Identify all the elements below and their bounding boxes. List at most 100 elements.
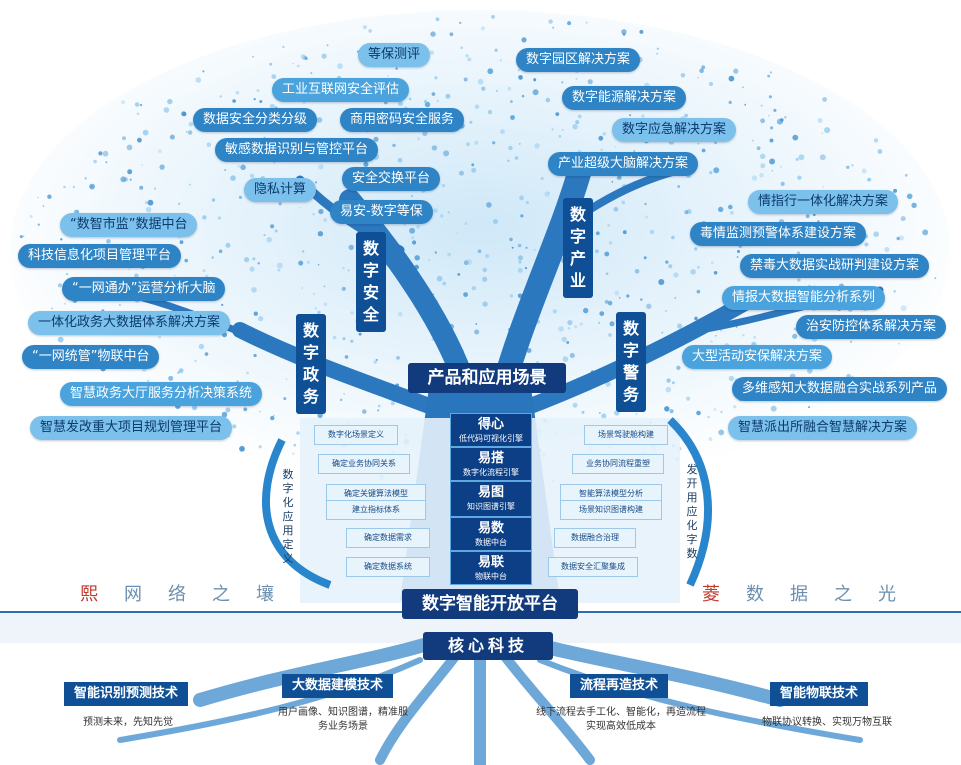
crown-dot: [221, 303, 224, 306]
crown-dot: [517, 243, 522, 248]
gov-item[interactable]: 一体化政务大数据体系解决方案: [28, 311, 231, 335]
security-item[interactable]: 敏感数据识别与管控平台: [215, 138, 379, 162]
crown-dot: [561, 81, 564, 84]
crown-dot: [411, 195, 413, 197]
police-item[interactable]: 禁毒大数据实战研判建设方案: [740, 254, 930, 278]
industry-item[interactable]: 产业超级大脑解决方案: [548, 152, 699, 176]
crown-dot: [441, 183, 446, 188]
engine-subtitle: 数据中台: [475, 538, 507, 547]
crown-dot: [669, 409, 674, 414]
security-item[interactable]: 安全交换平台: [342, 167, 441, 191]
crown-dot: [317, 264, 320, 266]
police-item[interactable]: 多维感知大数据融合实战系列产品: [732, 377, 948, 401]
crown-dot: [318, 208, 324, 215]
crown-dot: [492, 141, 496, 145]
police-item[interactable]: 情指行一体化解决方案: [748, 190, 899, 214]
crown-dot: [316, 117, 323, 123]
engine-block[interactable]: 得心低代码可视化引擎: [450, 413, 532, 447]
engine-block[interactable]: 易搭数字化流程引擎: [450, 447, 532, 481]
crown-dot: [387, 75, 389, 77]
crown-dot: [373, 136, 379, 142]
crown-dot: [900, 216, 906, 222]
crown-dot: [428, 258, 431, 261]
crown-dot: [728, 375, 735, 381]
police-item[interactable]: 情报大数据智能分析系列: [722, 286, 886, 310]
engine-block[interactable]: 易图知识图谱引擎: [450, 481, 532, 517]
security-item[interactable]: 易安-数字等保: [330, 200, 433, 224]
crown-dot: [491, 15, 495, 19]
police-item[interactable]: 治安防控体系解决方案: [796, 315, 947, 339]
branch-label-gov: 数字政务: [296, 314, 326, 414]
security-item[interactable]: 等保测评: [358, 43, 431, 67]
crown-dot: [658, 279, 665, 285]
gov-item[interactable]: “一网统管”物联中台: [22, 345, 160, 369]
crown-dot: [127, 169, 133, 175]
crown-dot: [194, 359, 197, 363]
crown-dot: [344, 355, 349, 359]
crown-dot: [192, 405, 198, 411]
crown-dot: [377, 409, 380, 412]
crown-dot: [202, 215, 207, 220]
gov-item[interactable]: 科技信息化项目管理平台: [18, 244, 182, 268]
crown-dot: [604, 300, 609, 304]
security-item[interactable]: 工业互联网安全评估: [272, 78, 410, 102]
industry-item[interactable]: 数字能源解决方案: [562, 86, 687, 110]
gov-item[interactable]: 智慧发改重大项目规划管理平台: [30, 416, 233, 440]
crown-dot: [443, 150, 450, 157]
crown-dot: [873, 138, 879, 143]
security-item[interactable]: 数据安全分类分级: [193, 108, 318, 132]
industry-item[interactable]: 数字应急解决方案: [612, 118, 737, 142]
crown-dot: [474, 329, 480, 335]
crown-dot: [733, 68, 739, 74]
crown-dot: [849, 340, 853, 343]
engine-block[interactable]: 易联物联中台: [450, 551, 532, 585]
engine-block[interactable]: 易数数据中台: [450, 517, 532, 551]
crown-dot: [540, 177, 544, 180]
crown-dot: [19, 235, 23, 239]
crown-dot: [521, 37, 527, 43]
crown-dot: [741, 86, 744, 89]
crown-dot: [121, 100, 126, 105]
crown-dot: [141, 164, 144, 166]
gov-item[interactable]: 智慧政务大厅服务分析决策系统: [60, 382, 263, 406]
crown-dot: [713, 271, 718, 275]
platform-banner: 数字智能开放平台: [402, 589, 578, 619]
crown-dot: [277, 268, 281, 272]
crown-dot: [188, 183, 191, 186]
crown-dot: [60, 238, 63, 241]
gov-item[interactable]: “数智市监”数据中台: [60, 213, 198, 237]
crown-dot: [911, 202, 917, 208]
crown-dot: [482, 267, 487, 273]
crown-dot: [525, 246, 528, 249]
crown-dot: [373, 360, 377, 364]
police-item[interactable]: 毒情监测预警体系建设方案: [690, 222, 867, 246]
crown-dot: [269, 62, 273, 66]
crown-dot: [616, 176, 621, 181]
crown-dot: [607, 300, 613, 306]
crown-dot: [243, 407, 248, 412]
crown-dot: [697, 265, 700, 269]
crown-dot: [42, 205, 45, 207]
crown-dot: [656, 47, 660, 50]
crown-dot: [518, 142, 521, 145]
crown-dot: [784, 116, 787, 119]
crown-dot: [314, 181, 318, 184]
crown-dot: [633, 150, 636, 153]
security-item[interactable]: 隐私计算: [244, 178, 317, 202]
crown-dot: [684, 210, 689, 215]
industry-item[interactable]: 数字园区解决方案: [516, 48, 641, 72]
crown-dot: [206, 142, 212, 147]
crown-dot: [314, 307, 317, 310]
crown-dot: [423, 100, 428, 104]
crown-dot: [411, 236, 415, 240]
crown-dot: [296, 64, 300, 68]
crown-dot: [65, 272, 69, 276]
gov-item[interactable]: “一网通办”运营分析大脑: [62, 277, 226, 301]
engine-title: 易数: [477, 521, 504, 536]
security-item[interactable]: 商用密码安全服务: [340, 108, 465, 132]
police-item[interactable]: 智慧派出所融合智慧解决方案: [728, 416, 918, 440]
crown-dot: [398, 100, 404, 107]
police-item[interactable]: 大型活动安保解决方案: [682, 345, 833, 369]
crown-dot: [751, 139, 754, 142]
crown-dot: [339, 398, 343, 402]
